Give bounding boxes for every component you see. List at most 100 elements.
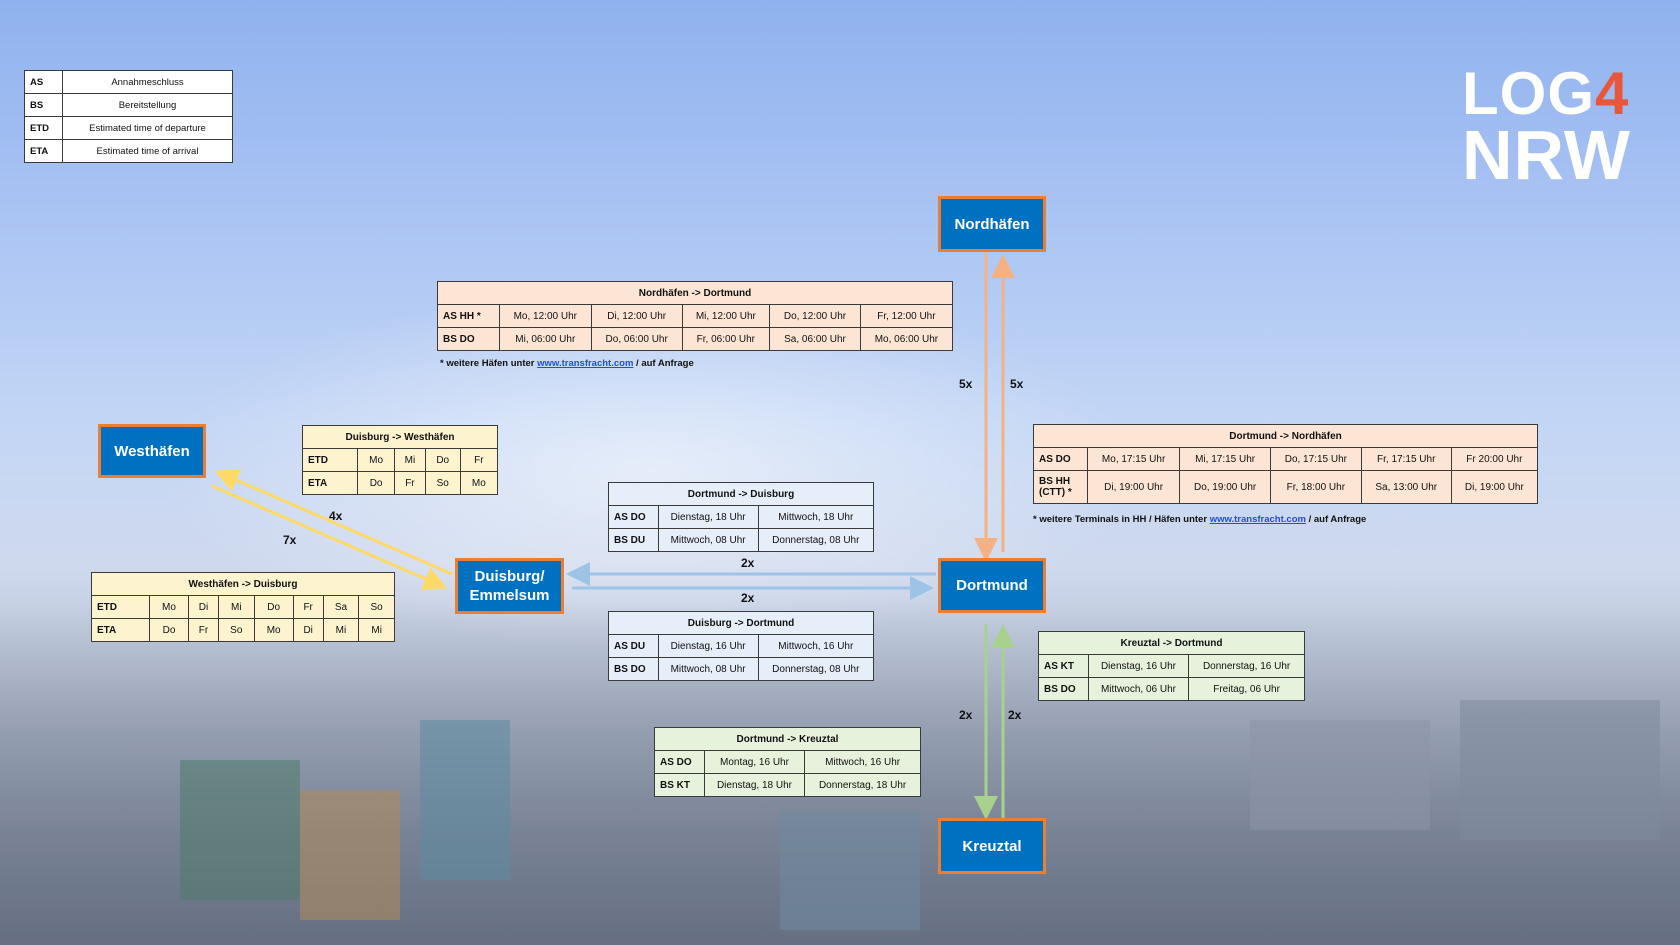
cell: Fr <box>188 618 219 642</box>
node-label: Duisburg/ Emmelsum <box>469 568 550 604</box>
table-row: AS DO Dienstag, 18 Uhr Mittwoch, 18 Uhr <box>608 505 875 529</box>
cell: Mo, 17:15 Uhr <box>1086 447 1181 471</box>
cell: Mi <box>217 595 255 619</box>
cell: Do <box>424 448 461 472</box>
row-label: BS HH (CTT) * <box>1033 470 1088 504</box>
schedule-dortmund-to-kreuztal: Dortmund -> Kreuztal AS DO Montag, 16 Uh… <box>654 727 921 797</box>
node-kreuztal[interactable]: Kreuztal <box>938 818 1046 874</box>
cell: Mi, 06:00 Uhr <box>498 327 592 351</box>
node-label: Westhäfen <box>114 442 190 460</box>
node-westhaefen[interactable]: Westhäfen <box>98 424 206 478</box>
cell: Do <box>357 471 396 495</box>
cell: Mi <box>394 448 426 472</box>
legend-desc: Estimated time of arrival <box>62 139 233 163</box>
cell: Sa, 06:00 Uhr <box>769 327 861 351</box>
cell: Mo, 12:00 Uhr <box>498 304 592 328</box>
cell: Di <box>188 595 219 619</box>
legend-desc: Bereitstellung <box>62 93 233 117</box>
cell: So <box>424 471 461 495</box>
cell: Mittwoch, 06 Uhr <box>1087 677 1190 701</box>
table-title: Kreuztal -> Dortmund <box>1038 631 1305 655</box>
table-row: ETA Do Fr So Mo Di Mi Mi <box>91 618 395 642</box>
cell: Mi, 12:00 Uhr <box>681 304 771 328</box>
cell: Di, 19:00 Uhr <box>1086 470 1181 504</box>
cell: Fr <box>459 448 499 472</box>
node-dortmund[interactable]: Dortmund <box>938 558 1046 613</box>
cell: Donnerstag, 08 Uhr <box>757 657 875 681</box>
table-row: BS DO Mi, 06:00 Uhr Do, 06:00 Uhr Fr, 06… <box>437 327 954 351</box>
row-label: ETA <box>91 618 150 642</box>
cell: Mi <box>322 618 360 642</box>
table-row: BS DO Mittwoch, 08 Uhr Donnerstag, 08 Uh… <box>608 657 875 681</box>
note-text: * weitere Terminals in HH / Häfen unter <box>1033 514 1210 525</box>
table-row: BS DO Mittwoch, 06 Uhr Freitag, 06 Uhr <box>1038 677 1305 701</box>
freq-label: 5x <box>1010 377 1024 391</box>
cell: Mo, 06:00 Uhr <box>859 327 954 351</box>
legend-desc: Annahmeschluss <box>62 70 233 94</box>
cell: Fr, 18:00 Uhr <box>1269 470 1362 504</box>
table-row: AS HH * Mo, 12:00 Uhr Di, 12:00 Uhr Mi, … <box>437 304 954 328</box>
cell: Do, 06:00 Uhr <box>590 327 683 351</box>
legend-abbr: BS <box>24 93 63 117</box>
cell: Mi <box>358 618 395 642</box>
background-container-stack <box>420 720 510 880</box>
arrow-west-to-duisburg <box>211 484 448 590</box>
row-label: BS DO <box>608 657 659 681</box>
table-title: Westhäfen -> Duisburg <box>91 572 395 596</box>
cell: Do <box>253 595 294 619</box>
table-row: BS DU Mittwoch, 08 Uhr Donnerstag, 08 Uh… <box>608 528 875 552</box>
table-row: ETA Do Fr So Mo <box>301 471 499 495</box>
node-nordhaefen[interactable]: Nordhäfen <box>938 196 1046 252</box>
legend-abbr: AS <box>24 70 63 94</box>
freq-label: 5x <box>959 377 973 391</box>
cell: Mo <box>357 448 396 472</box>
cell: Montag, 16 Uhr <box>703 750 806 774</box>
node-duisburg-emmelsum[interactable]: Duisburg/ Emmelsum <box>455 558 564 614</box>
cell: So <box>217 618 255 642</box>
freq-label: 4x <box>329 509 343 523</box>
cell: Dienstag, 16 Uhr <box>657 634 759 658</box>
table-title: Duisburg -> Dortmund <box>608 611 874 635</box>
background-container-stack <box>1460 700 1660 840</box>
note-text: * weitere Häfen unter <box>440 358 538 369</box>
cell: Mo <box>459 471 499 495</box>
cell: Mo <box>148 595 190 619</box>
transfracht-link[interactable]: www.transfracht.com <box>1209 514 1306 525</box>
transfracht-link[interactable]: www.transfracht.com <box>537 358 634 369</box>
schedule-dortmund-to-duisburg: Dortmund -> Duisburg AS DO Dienstag, 18 … <box>608 482 875 552</box>
cell: Donnerstag, 18 Uhr <box>804 773 921 797</box>
cell: Do, 12:00 Uhr <box>769 304 861 328</box>
row-label: BS DO <box>437 327 500 351</box>
table-title: Dortmund -> Duisburg <box>608 482 874 506</box>
cell: Fr <box>394 471 426 495</box>
table-row: AS KT Dienstag, 16 Uhr Donnerstag, 16 Uh… <box>1038 654 1305 678</box>
row-label: ETD <box>91 595 150 619</box>
cell: Donnerstag, 16 Uhr <box>1188 654 1305 678</box>
logo-text-four: 4 <box>1595 60 1630 127</box>
logo-text-log: LOG <box>1462 60 1595 127</box>
schedule-duisburg-to-dortmund: Duisburg -> Dortmund AS DU Dienstag, 16 … <box>608 611 875 681</box>
row-label: AS DU <box>608 634 659 658</box>
table-title: Dortmund -> Nordhäfen <box>1033 424 1538 448</box>
table-row: ETD Mo Di Mi Do Fr Sa So <box>91 595 395 619</box>
table-row: AS DO Montag, 16 Uhr Mittwoch, 16 Uhr <box>654 750 921 774</box>
note-nord: * weitere Häfen unter www.transfracht.co… <box>440 358 694 369</box>
cell: Mi, 17:15 Uhr <box>1179 447 1271 471</box>
schedule-nord-to-dortmund: Nordhäfen -> Dortmund AS HH * Mo, 12:00 … <box>437 281 954 351</box>
table-title: Duisburg -> Westhäfen <box>302 425 498 449</box>
cell: Fr <box>292 595 324 619</box>
cell: Sa <box>322 595 360 619</box>
node-label: Nordhäfen <box>954 215 1030 233</box>
cell: Do <box>148 618 190 642</box>
row-label: BS KT <box>654 773 705 797</box>
cell: Do, 19:00 Uhr <box>1179 470 1271 504</box>
row-label: AS DO <box>1033 447 1088 471</box>
row-label: AS DO <box>654 750 705 774</box>
logo-text-nrw: NRW <box>1462 116 1631 194</box>
freq-label: 2x <box>959 708 973 722</box>
cell: Mittwoch, 16 Uhr <box>757 634 875 658</box>
